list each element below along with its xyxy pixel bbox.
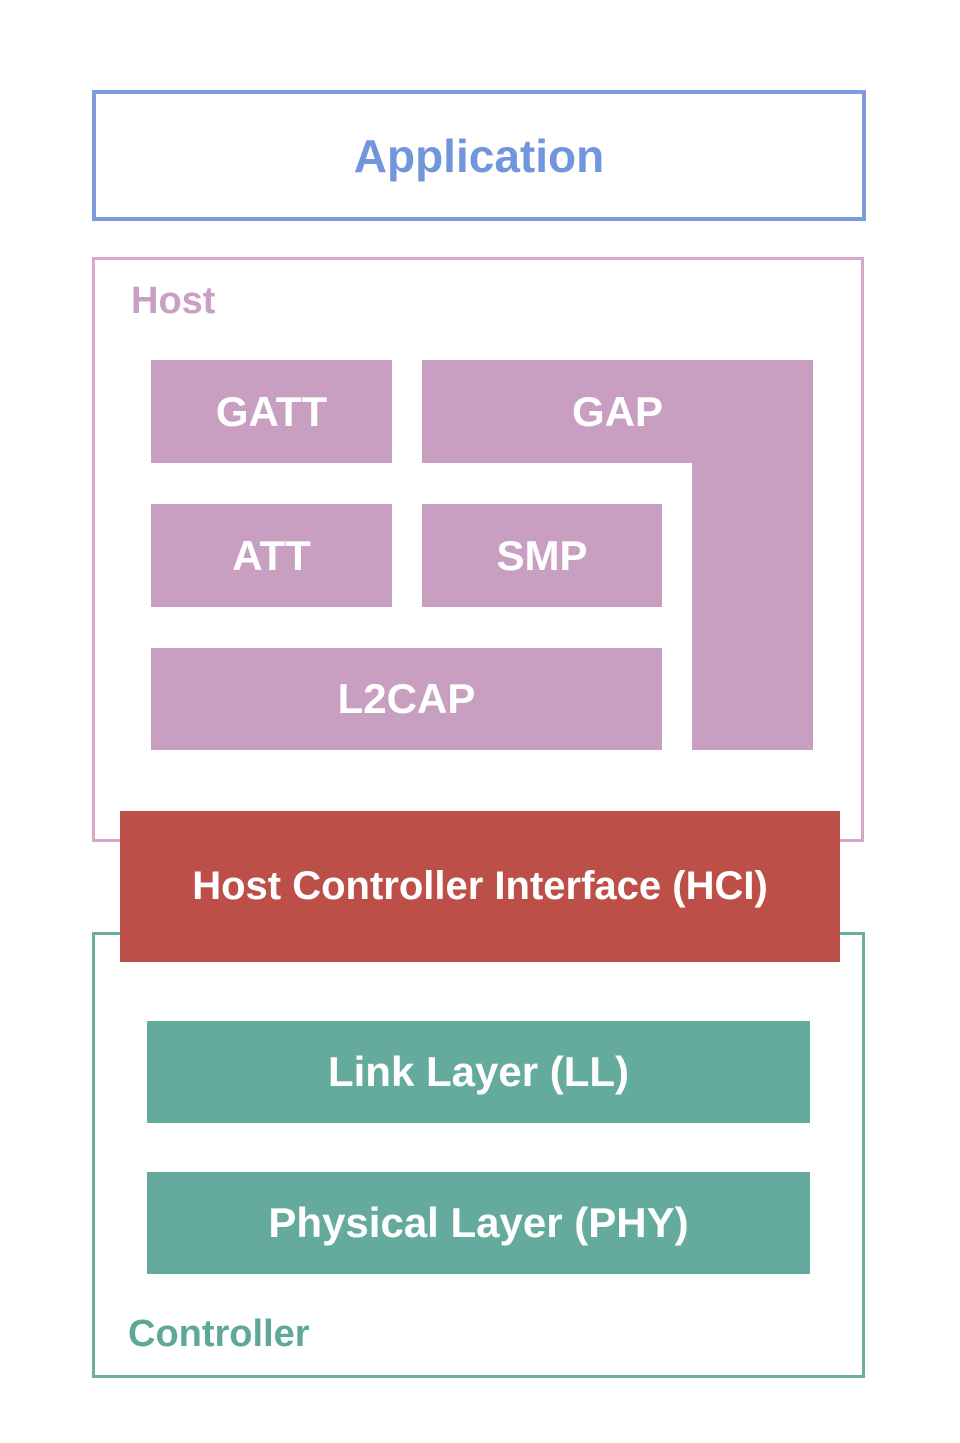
physical-layer-box: Physical Layer (PHY) xyxy=(147,1172,810,1274)
smp-label: SMP xyxy=(496,531,588,579)
link-layer-label: Link Layer (LL) xyxy=(327,1048,630,1095)
gatt-box: GATT xyxy=(151,360,392,463)
l2cap-box: L2CAP xyxy=(151,648,662,750)
host-group-box: Host GATT GAP ATT SMP L2CAP xyxy=(92,257,864,842)
gatt-label: GATT xyxy=(215,387,328,435)
att-box: ATT xyxy=(151,504,392,607)
application-label: Application xyxy=(353,129,605,182)
att-label: ATT xyxy=(232,531,311,579)
link-layer-box: Link Layer (LL) xyxy=(147,1021,810,1123)
l2cap-label: L2CAP xyxy=(337,675,476,722)
controller-group-box: Link Layer (LL) Physical Layer (PHY) Con… xyxy=(92,932,865,1378)
application-box: Application xyxy=(92,90,866,221)
hci-label: Host Controller Interface (HCI) xyxy=(192,864,768,908)
host-group-label: Host xyxy=(131,280,216,322)
gap-label: GAP xyxy=(571,387,663,435)
gap-box-vertical-extension xyxy=(692,463,813,750)
smp-box: SMP xyxy=(422,504,662,607)
controller-group-label: Controller xyxy=(128,1313,310,1356)
gap-box: GAP xyxy=(422,360,813,463)
physical-layer-label: Physical Layer (PHY) xyxy=(268,1199,689,1246)
hci-box: Host Controller Interface (HCI) xyxy=(120,811,840,962)
